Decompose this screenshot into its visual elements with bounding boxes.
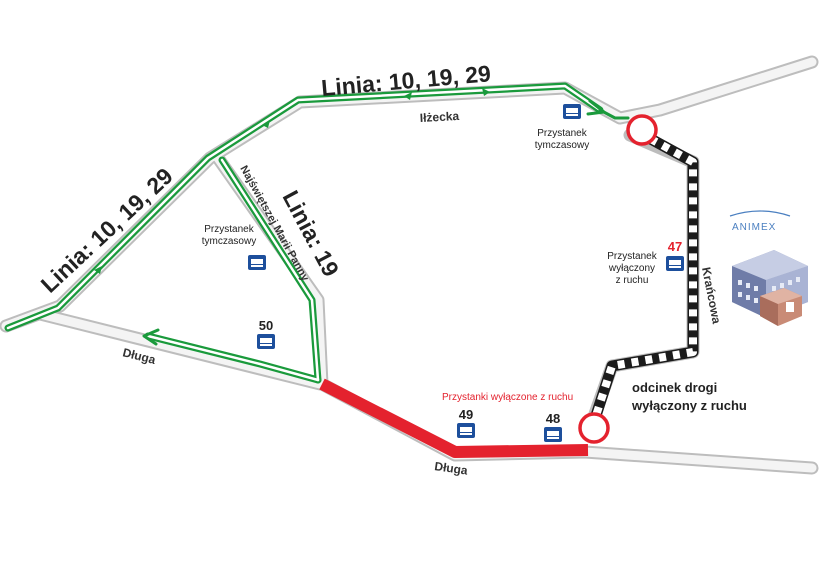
bus-stop-icon: [257, 334, 275, 349]
temp-stop-left-line1: Przystanek: [204, 224, 254, 235]
disabled-stops-label: Przystanki wyłączone z ruchu: [442, 392, 573, 403]
closed-road-dluga: [319, 378, 589, 458]
temp-stop-left-line2: tymczasowy: [202, 236, 256, 247]
route-tick: [482, 88, 490, 96]
street-label-krancowa: Krańcowa: [699, 266, 724, 325]
bus-stop-icon: [248, 255, 266, 270]
temp-stop-top-line2: tymczasowy: [535, 140, 589, 151]
bus-stop-icon: [544, 427, 562, 442]
route-label-left: Linia: 10, 19, 29: [36, 163, 178, 298]
closed-road-checker: [588, 128, 697, 430]
route-tick: [262, 120, 270, 128]
bus-stop-icon: [563, 104, 581, 119]
disabled-stop-line1: Przystanek: [607, 251, 657, 262]
route-tick: [404, 92, 412, 100]
no-entry-sign-icon: [626, 114, 658, 146]
street-label-dluga-bottom: Długa: [434, 459, 469, 478]
stop-number-50: 50: [259, 318, 273, 333]
logo-text: ANIMEX: [732, 222, 776, 233]
temp-stop-top-line1: Przystanek: [537, 128, 587, 139]
no-entry-sign-icon: [578, 412, 610, 444]
route-tick: [94, 266, 102, 274]
street-label-itzecka: Iłżecka: [419, 109, 459, 125]
route-arrow-west: [142, 328, 160, 346]
animex-logo: ANIMEX: [729, 210, 791, 233]
disabled-stop-line2: wyłączony: [608, 263, 655, 274]
building-icon: [732, 250, 808, 326]
bus-stop-icon: [457, 423, 475, 438]
stop-number-49: 49: [459, 407, 473, 422]
closed-section-line2: wyłączony z ruchu: [631, 398, 747, 413]
detour-routes: [4, 82, 630, 384]
stop-number-47: 47: [668, 239, 682, 254]
disabled-stop-line3: z ruchu: [616, 275, 649, 286]
bus-stop-icon: [666, 256, 684, 271]
closed-section-line1: odcinek drogi: [632, 380, 717, 395]
stop-number-48: 48: [546, 411, 560, 426]
